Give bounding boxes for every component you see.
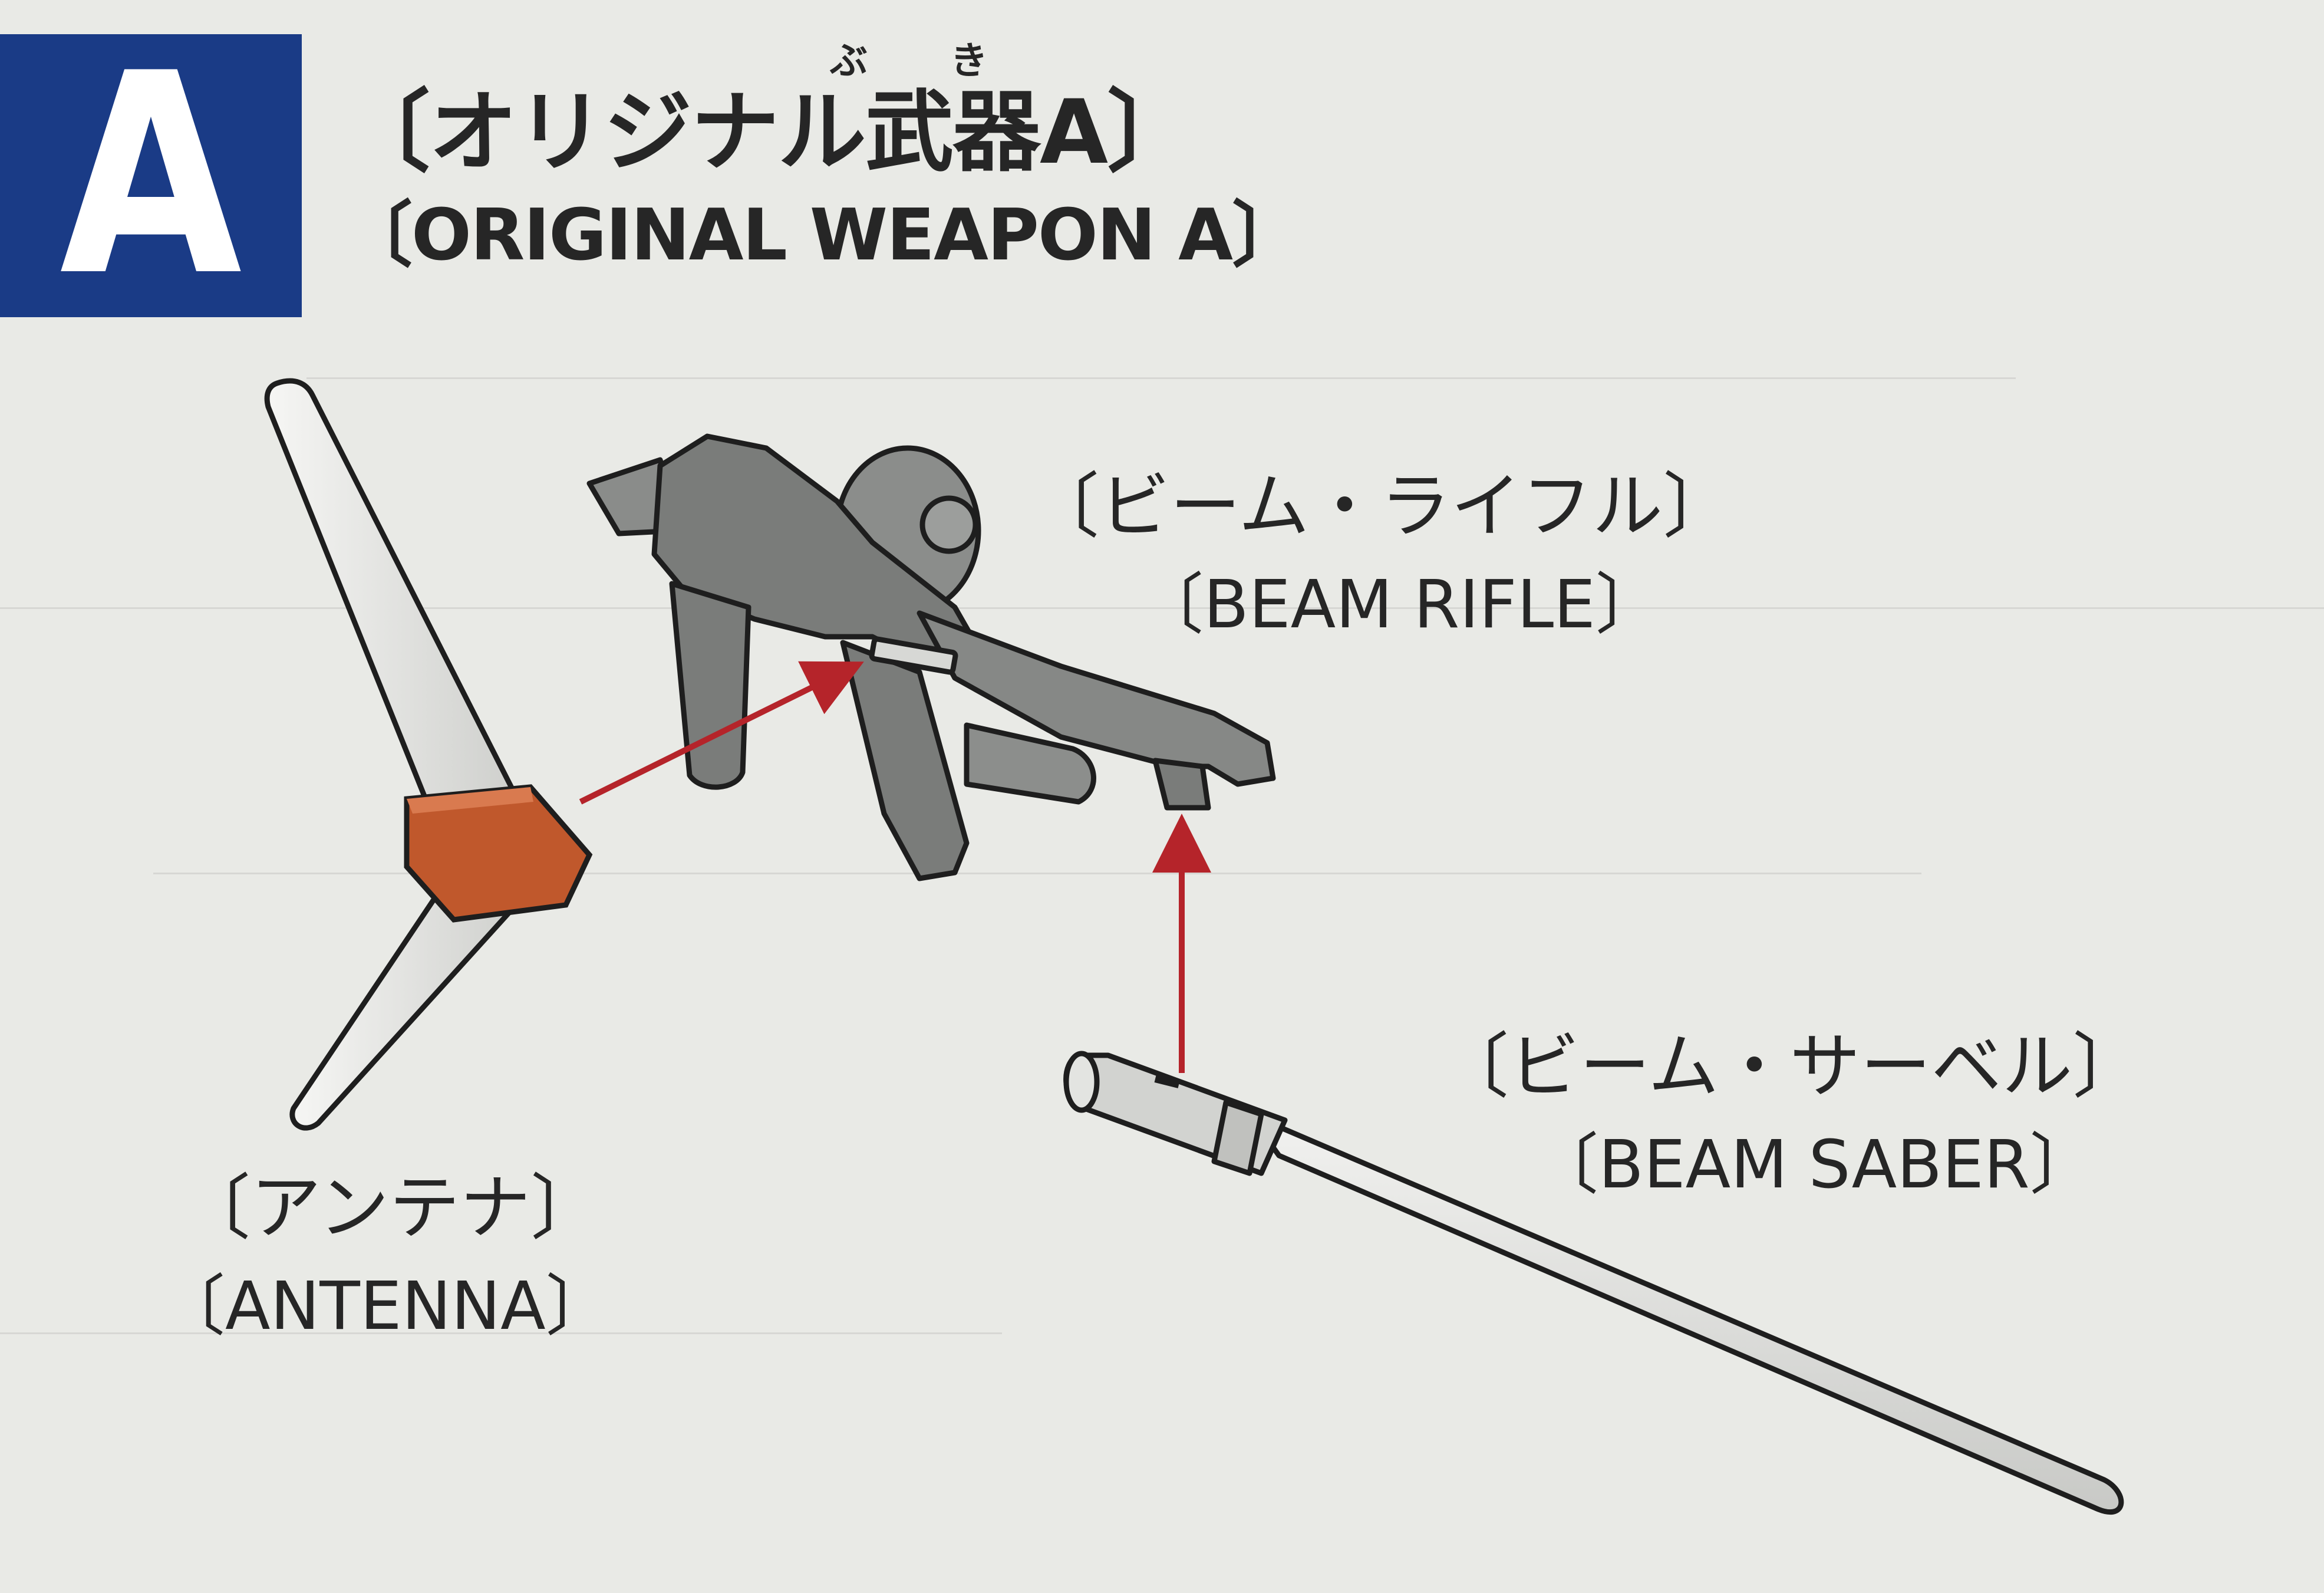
section-title-jp: 〔オリジナル武器A〕 xyxy=(342,81,1195,184)
section-title-en: 〔ORIGINAL WEAPON A〕 xyxy=(342,195,1303,277)
saber-hilt-ring xyxy=(1211,1100,1264,1176)
rifle-port xyxy=(869,636,958,675)
saber-blade xyxy=(1247,1111,2124,1515)
antenna-part xyxy=(264,378,593,1131)
furigana-bu: ぶ xyxy=(830,40,868,83)
antenna-to-rifle-arrow xyxy=(579,661,864,805)
beam-rifle-label-jp: 〔ビーム・ライフル〕 xyxy=(1029,466,1734,548)
antenna-label-jp: 〔アンテナ〕 xyxy=(180,1167,602,1249)
beam-saber-label-en: 〔BEAM SABER〕 xyxy=(1532,1127,2096,1203)
rifle-scope-center xyxy=(919,495,978,554)
rifle-underbarrel xyxy=(964,722,1096,805)
beam-rifle-part xyxy=(586,433,1276,881)
beam-saber-part xyxy=(1063,1051,2124,1515)
rifle-magazine xyxy=(840,640,970,881)
saber-hilt-slot xyxy=(1154,1075,1180,1088)
show-through-line xyxy=(306,377,2016,379)
saber-hilt-cap xyxy=(1063,1051,1100,1113)
rifle-barrel xyxy=(917,610,1276,787)
show-through-line xyxy=(0,1332,1002,1334)
section-badge: A xyxy=(0,34,302,317)
furigana-ki: き xyxy=(950,40,988,83)
rifle-barrel-tip xyxy=(1152,758,1211,811)
section-letter: A xyxy=(60,14,242,337)
antenna-upper-blade xyxy=(264,378,517,830)
antenna-base-facet xyxy=(407,787,533,814)
antenna-lower-blade xyxy=(289,875,523,1131)
beam-rifle-label-en: 〔BEAM RIFLE〕 xyxy=(1138,567,1662,643)
rifle-grip xyxy=(669,581,751,790)
antenna-label-en: 〔ANTENNA〕 xyxy=(159,1268,612,1345)
show-through-line xyxy=(0,607,2324,609)
show-through-line xyxy=(153,873,1921,874)
beam-saber-label-jp: 〔ビーム・サーベル〕 xyxy=(1438,1026,2144,1108)
